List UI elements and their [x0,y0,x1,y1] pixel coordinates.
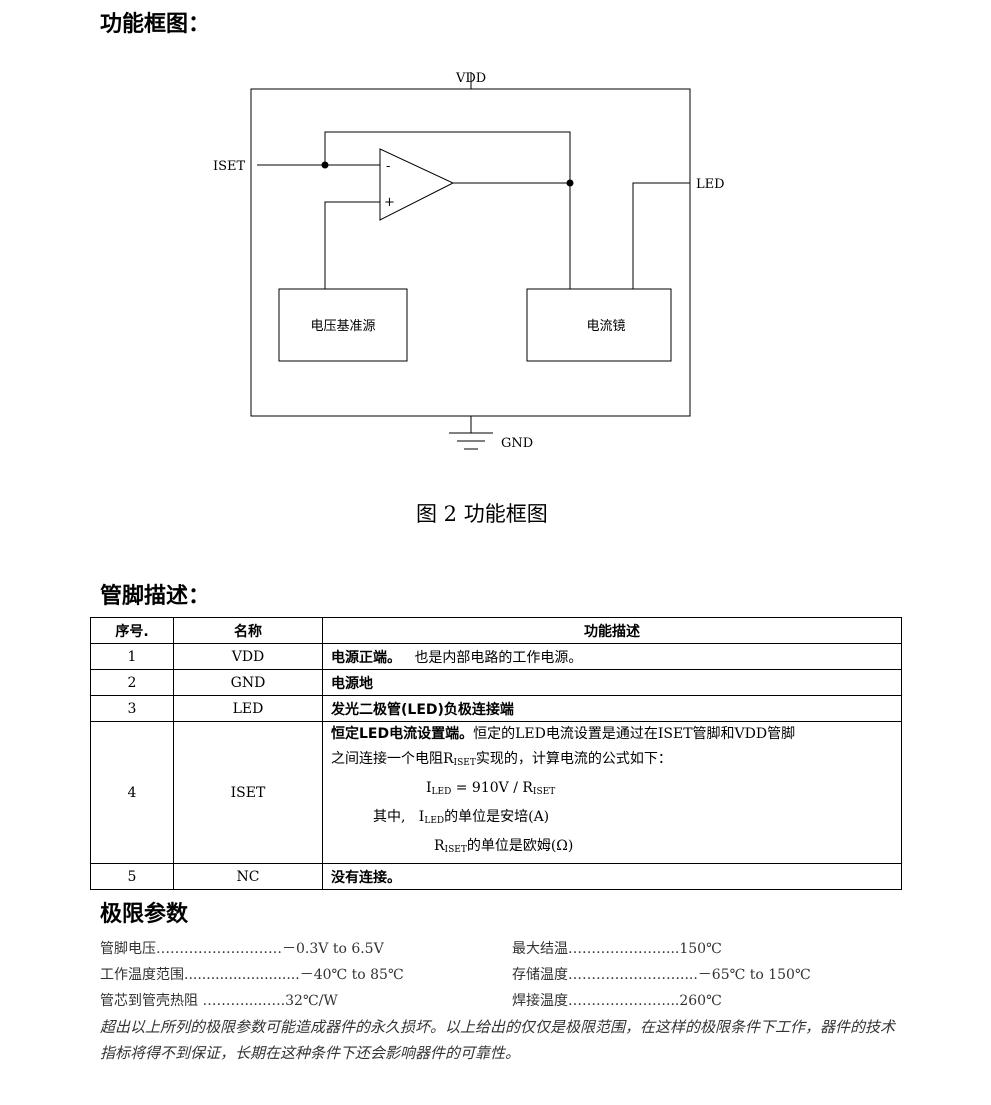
limits-list: 管脚电压………………………－0.3V to 6.5V 最大结温…………………..… [100,936,811,1014]
table-row: 4 ISET 恒定LED电流设置端。恒定的LED电流设置是通过在ISET管脚和V… [90,721,902,864]
block-label-voltage-reference: 电压基准源 [310,319,375,334]
iset-line-5: RISET的单位是欧姆(Ω) [331,834,893,863]
pin-function: 恒定LED电流设置端。恒定的LED电流设置是通过在ISET管脚和VDD管脚 之间… [322,721,902,864]
pin-function-text: 恒定的LED电流设置是通过在ISET管脚和VDD管脚 [473,726,796,742]
pin-name: LED [173,695,323,722]
iset-line-5-sub: ISET [444,845,467,855]
section-title-pin-description: 管脚描述： [100,584,211,609]
section-title-absolute-max: 极限参数 [100,902,189,927]
pin-function-bold: 发光二极管(LED)负极连接端 [331,701,514,718]
pin-description-table: 序号. 名称 功能描述 1 VDD 电源正端。 也是内部电路的工作电源。 2 G… [90,617,902,890]
figure-caption: 图 2 功能框图 [416,502,548,526]
opamp-minus-label: - [386,159,390,174]
iset-line-4-text: 其中, I [373,809,425,825]
table-row: 5 NC 没有连接。 [90,863,902,890]
label-gnd: GND [501,436,533,451]
iset-line-2-text-b: 实现的，计算电流的公式如下： [475,751,672,767]
iset-line-1: 恒定LED电流设置端。恒定的LED电流设置是通过在ISET管脚和VDD管脚 [331,722,893,747]
led-wire [632,182,690,289]
label-vdd: VDD [455,71,486,86]
block-current-mirror [526,288,672,362]
pin-function-bold: 没有连接。 [331,869,401,886]
iset-line-4-sub: LED [424,816,445,826]
iset-line-2: 之间连接一个电阻RISET实现的，计算电流的公式如下： [331,747,893,776]
pin-name: GND [173,669,323,696]
list-item: 管脚电压………………………－0.3V to 6.5V 最大结温…………………..… [100,936,722,962]
limit-left: 工作温度范围..........................－40℃ to … [100,967,404,983]
label-iset: ISET [213,159,246,174]
formula-sub-iset: ISET [532,787,556,797]
feedback-wire [324,131,571,289]
label-led: LED [696,177,725,192]
iset-line-5-text-b: 的单位是欧姆(Ω) [466,838,574,854]
chip-outline [250,88,691,417]
list-item: 工作温度范围..........................－40℃ to … [100,962,811,988]
list-item: 管芯到管壳热阻 ……….....….32℃/W 焊接温度…………………...26… [100,988,722,1014]
iset-line-4-text-b: 的单位是安培(A) [444,809,550,825]
limit-right: 存储温度……………………....－65℃ to 150℃ [512,967,811,983]
iset-line-4: 其中, ILED的单位是安培(A) [331,805,893,834]
pin-function-text: 也是内部电路的工作电源。 [401,649,583,666]
pin-function-bold: 恒定LED电流设置端。 [331,726,474,742]
table-row: 1 VDD 电源正端。 也是内部电路的工作电源。 [90,643,902,670]
limits-note: 超出以上所列的极限参数可能造成器件的永久损坏。以上给出的仅仅是极限范围，在这样的… [100,1018,896,1062]
pin-function: 发光二极管(LED)负极连接端 [322,695,902,722]
pin-function-bold: 电源正端。 [331,649,401,666]
opamp-symbol [379,148,455,221]
block-voltage-reference [278,288,408,362]
limit-right: 焊接温度…………………...260℃ [512,993,722,1009]
table-header-row: 序号. 名称 功能描述 [90,617,902,644]
limit-left: 管芯到管壳热阻 ……….....….32℃/W [100,993,338,1009]
formula-i: I [426,780,432,796]
header-name: 名称 [173,617,323,644]
pin-name: VDD [173,643,323,670]
opamp-plus-label: + [384,195,395,210]
table-row: 2 GND 电源地 [90,669,902,696]
pin-no: 1 [90,643,174,670]
formula-sub-led: LED [431,787,452,797]
pin-no: 2 [90,669,174,696]
iset-line-5-text: R [434,838,445,854]
pin-no: 5 [90,863,174,890]
section-title-functional-block: 功能框图： [100,12,211,37]
iset-line-2-text: 之间连接一个电阻R [331,751,454,767]
pin-function: 电源地 [322,669,902,696]
junction-dot-output [566,179,574,187]
block-label-current-mirror: 电流镜 [586,319,625,334]
limit-left: 管脚电压………………………－0.3V to 6.5V [100,941,384,957]
pin-no: 4 [90,721,174,864]
formula-text: = 910V / R [451,780,533,796]
pin-name: NC [173,863,323,890]
junction-dot-iset [321,161,329,169]
pin-function: 电源正端。 也是内部电路的工作电源。 [322,643,902,670]
header-function: 功能描述 [322,617,902,644]
iset-formula: ILED = 910V / RISET [331,776,893,805]
pin-no: 3 [90,695,174,722]
pin-function-bold: 电源地 [331,675,373,692]
limit-right: 最大结温…………………...150℃ [512,941,722,957]
header-no: 序号. [90,617,174,644]
pin-name: ISET [173,721,323,864]
functional-block-diagram: VDD ISET LED GND - + 电压基准源 电流镜 [213,71,725,451]
vref-wire [324,201,380,289]
table-row: 3 LED 发光二极管(LED)负极连接端 [90,695,902,722]
iset-line-2-sub: ISET [453,758,476,768]
pin-function: 没有连接。 [322,863,902,890]
